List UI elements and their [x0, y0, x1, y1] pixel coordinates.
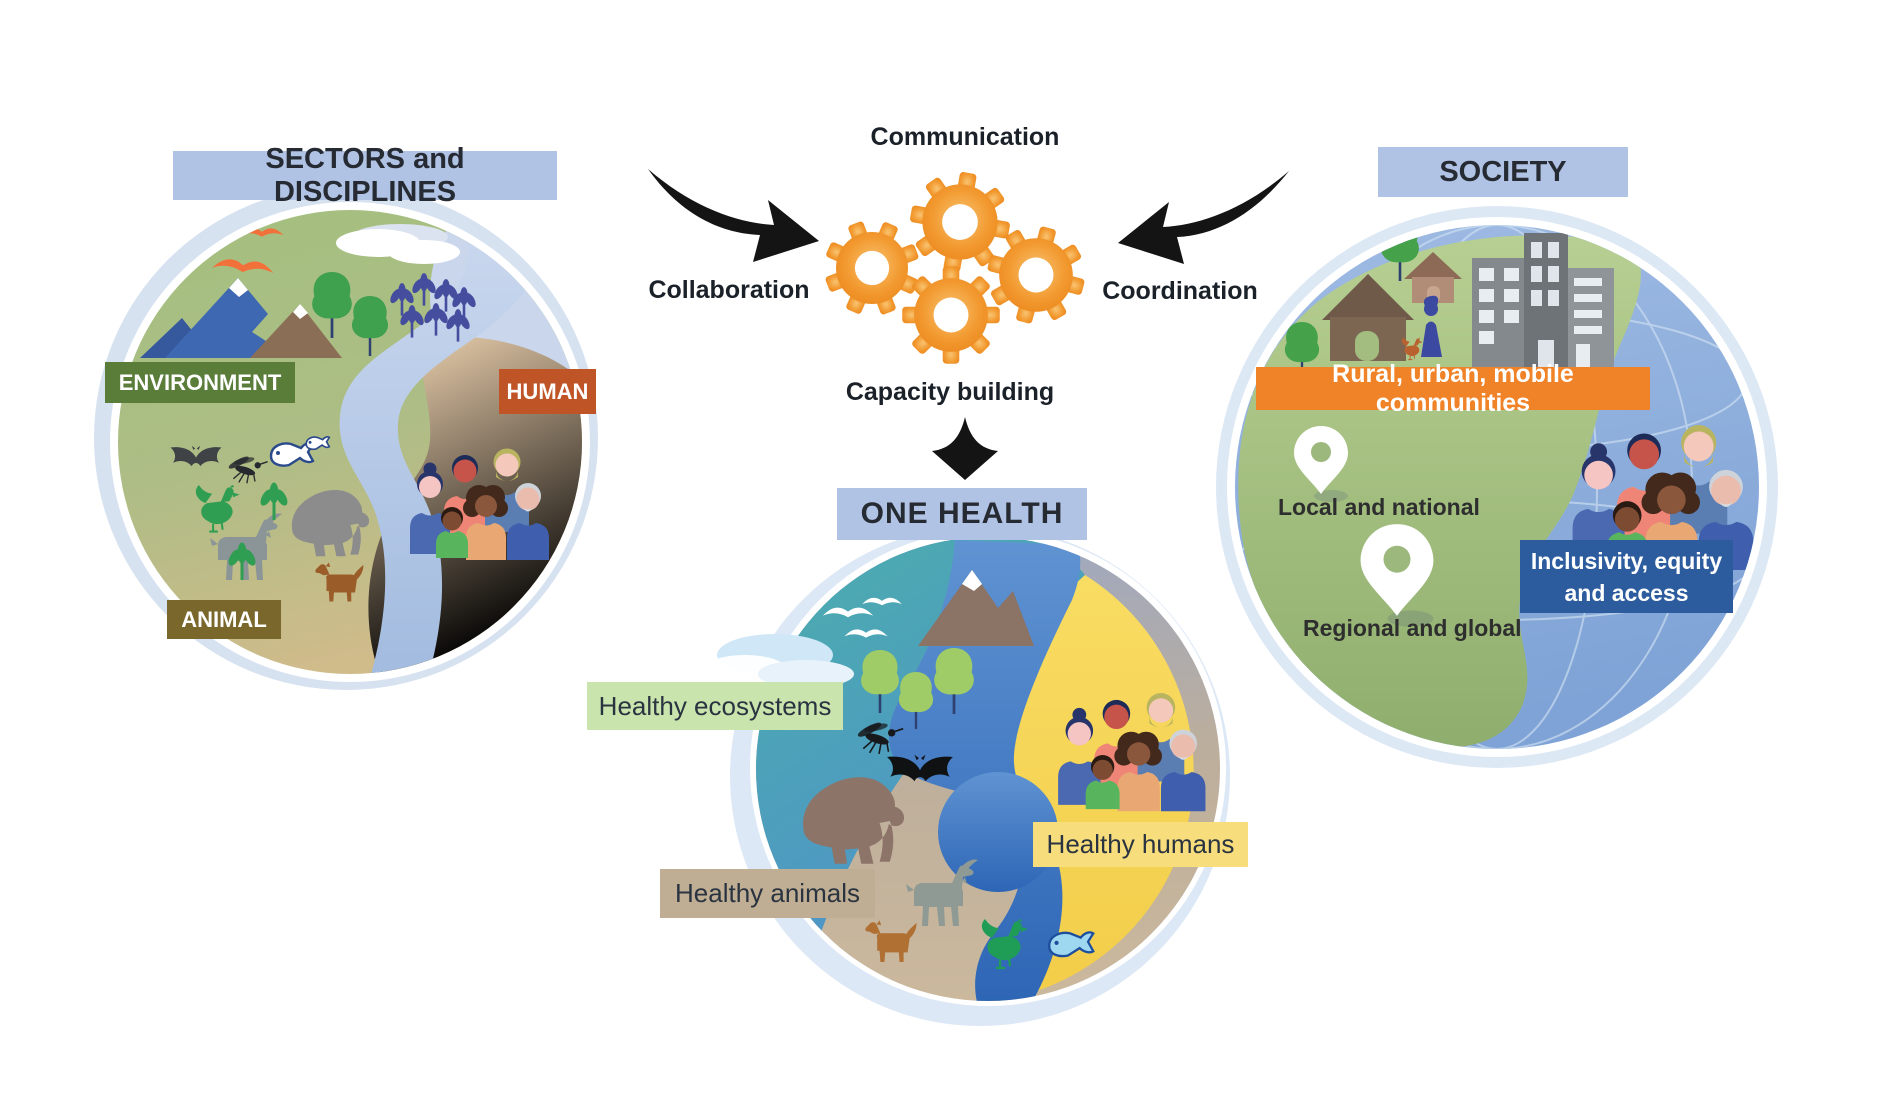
inclusivity-line1: Inclusivity, equity	[1530, 547, 1723, 574]
environment-label-banner: ENVIRONMENT	[105, 362, 295, 403]
society-title: SOCIETY	[1439, 155, 1567, 188]
cloud-icon	[336, 224, 460, 264]
one-health-globe-illustration	[703, 526, 1230, 1026]
human-label-banner: HUMAN	[499, 369, 596, 414]
local-national-label: Local and national	[1278, 494, 1480, 520]
collaboration-label: Collaboration	[648, 276, 810, 304]
down-arrow-icon	[932, 417, 998, 480]
regional-global-label: Regional and global	[1303, 615, 1522, 641]
communities-label: Rural, urban, mobile communities	[1332, 359, 1574, 417]
cloud-icon	[703, 634, 854, 688]
inclusivity-banner: Inclusivity, equity and access	[1520, 540, 1733, 613]
environment-label: ENVIRONMENT	[118, 369, 282, 395]
curved-arrow-left-icon	[648, 169, 819, 262]
sectors-title: SECTORS and DISCIPLINES	[265, 142, 465, 208]
mountain-icon	[918, 570, 1034, 646]
gears-icon	[809, 164, 1096, 364]
human-label: HUMAN	[506, 378, 589, 404]
healthy-animals-banner: Healthy animals	[660, 869, 875, 918]
animal-label: ANIMAL	[181, 606, 267, 632]
healthy-ecosystems-banner: Healthy ecosystems	[587, 682, 843, 730]
curved-arrow-right-icon	[1118, 171, 1289, 264]
hut-icon	[1322, 252, 1462, 361]
society-globe-illustration	[1216, 206, 1778, 768]
river-icon	[339, 210, 556, 674]
inclusivity-line2: and access	[1564, 579, 1689, 606]
healthy-humans-banner: Healthy humans	[1033, 822, 1248, 867]
society-title-banner: SOCIETY	[1378, 147, 1628, 197]
one-health-title-banner: ONE HEALTH	[837, 488, 1087, 540]
healthy-humans-label: Healthy humans	[1046, 829, 1235, 859]
building-icon	[1472, 233, 1614, 368]
communities-banner: Rural, urban, mobile communities	[1256, 360, 1650, 417]
sectors-globe-illustration	[94, 186, 598, 690]
fish-icon	[269, 436, 331, 467]
coordination-label: Coordination	[1102, 277, 1258, 305]
mountain-icon	[140, 278, 342, 358]
fish-icon	[1048, 931, 1095, 958]
person-icon	[1421, 295, 1442, 357]
healthy-animals-label: Healthy animals	[675, 878, 860, 908]
communication-label: Communication	[870, 123, 1060, 151]
capacity-building-label: Capacity building	[845, 378, 1055, 406]
healthy-ecosystems-label: Healthy ecosystems	[598, 690, 832, 721]
animal-label-banner: ANIMAL	[167, 600, 281, 639]
one-health-title: ONE HEALTH	[860, 497, 1064, 530]
sectors-title-banner: SECTORS and DISCIPLINES	[173, 143, 557, 208]
